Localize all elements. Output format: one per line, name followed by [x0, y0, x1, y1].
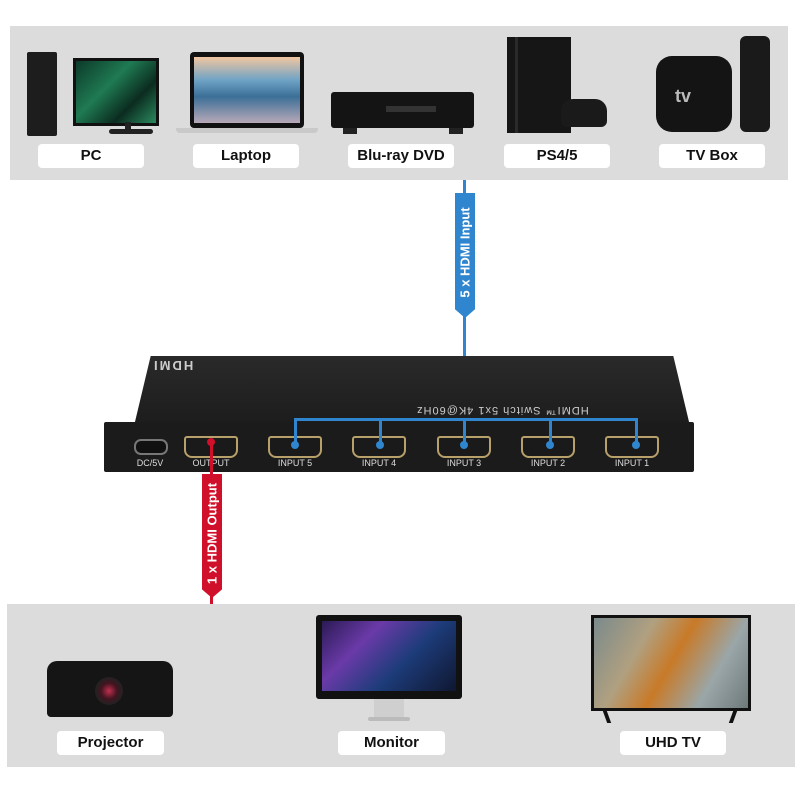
tv-box-icon: tv — [655, 36, 773, 136]
input-dot-5 — [291, 441, 299, 449]
source-label-ps: PS4/5 — [504, 144, 610, 168]
port-label-input-2: INPUT 2 — [530, 458, 566, 468]
hdmi-switch-device: HDMI HDMI™ Switch 5x1 4K@60Hz DC/5V OUTP… — [104, 356, 694, 472]
input-drop-4 — [379, 418, 382, 444]
dc-power-port — [134, 439, 168, 455]
port-label-input-4: INPUT 4 — [361, 458, 397, 468]
bluray-player-icon — [331, 92, 474, 136]
input-dot-1 — [632, 441, 640, 449]
game-console-icon — [505, 37, 610, 137]
source-label-laptop: Laptop — [193, 144, 299, 168]
input-dot-3 — [460, 441, 468, 449]
output-ribbon: 1 x HDMI Output — [202, 474, 222, 598]
input-drop-5 — [294, 418, 297, 444]
source-label-pc: PC — [38, 144, 144, 168]
input-ribbon: 5 x HDMI Input — [455, 193, 475, 318]
input-drop-3 — [463, 418, 466, 444]
port-label-dc: DC/5V — [136, 458, 164, 468]
port-label-input-5: INPUT 5 — [277, 458, 313, 468]
model-text: HDMI™ Switch 5x1 4K@60Hz — [416, 404, 589, 416]
input-drop-1 — [635, 418, 638, 444]
desktop-pc-icon — [27, 52, 159, 136]
port-label-input-3: INPUT 3 — [446, 458, 482, 468]
hdmi-logo: HDMI — [152, 358, 194, 373]
monitor-icon — [316, 615, 462, 723]
input-dot-2 — [546, 441, 554, 449]
source-label-bluray: Blu-ray DVD — [348, 144, 454, 168]
input-dot-4 — [376, 441, 384, 449]
display-label-projector: Projector — [57, 731, 164, 755]
source-label-tvbox: TV Box — [659, 144, 765, 168]
display-label-uhd-tv: UHD TV — [620, 731, 726, 755]
laptop-icon — [176, 52, 318, 136]
port-label-input-1: INPUT 1 — [614, 458, 650, 468]
input-drop-2 — [549, 418, 552, 444]
uhd-tv-icon — [591, 615, 751, 723]
input-bus-line — [294, 418, 638, 421]
projector-icon — [47, 661, 173, 721]
display-label-monitor: Monitor — [338, 731, 445, 755]
